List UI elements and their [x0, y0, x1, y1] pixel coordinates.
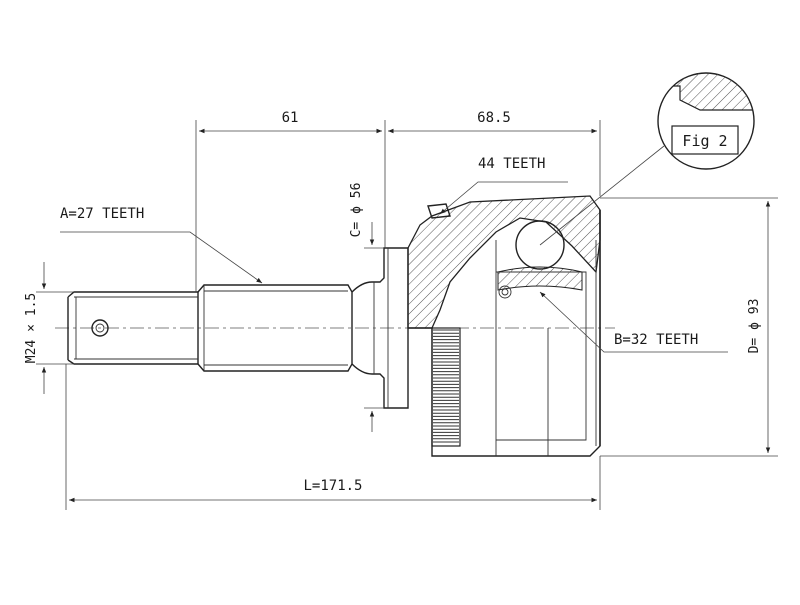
fig-detail-bubble: Fig 2: [539, 72, 755, 246]
fig-label-box: [671, 125, 739, 155]
dim-total-length: L=171.5: [65, 364, 601, 510]
dim-61-label: 61: [282, 110, 299, 126]
outer-race-housing: [407, 195, 601, 457]
ball: [515, 220, 565, 270]
dim-outer-dia: D= ϕ 93: [600, 197, 778, 457]
dim-flange-dia: C= ϕ 56: [349, 183, 384, 432]
callout-abs: 44 TEETH: [439, 156, 568, 215]
dim-thread: M24 × 1.5: [24, 262, 74, 394]
spline-shaft: [197, 284, 353, 372]
dim-61: 61: [195, 110, 386, 292]
dim-outer-label: D= ϕ 93: [747, 299, 762, 354]
callout-spline-b-label: B=32 TEETH: [614, 332, 698, 348]
dim-flange-label: C= ϕ 56: [349, 183, 364, 238]
callout-spline-a: A=27 TEETH: [60, 206, 263, 284]
callout-abs-label: 44 TEETH: [478, 156, 545, 172]
dim-68-5: 68.5: [388, 110, 601, 196]
callout-spline-b: B=32 TEETH: [539, 291, 728, 353]
abs-ring-frame: [431, 327, 461, 447]
callout-spline-a-label: A=27 TEETH: [60, 206, 144, 222]
abs-ring: [431, 327, 461, 447]
dim-68-5-label: 68.5: [477, 110, 511, 126]
thread-stub: [67, 291, 199, 365]
fig-label: Fig 2: [682, 132, 727, 150]
dim-thread-label: M24 × 1.5: [24, 293, 39, 363]
cotter-hole: [91, 319, 109, 337]
dim-total-label: L=171.5: [303, 478, 362, 494]
